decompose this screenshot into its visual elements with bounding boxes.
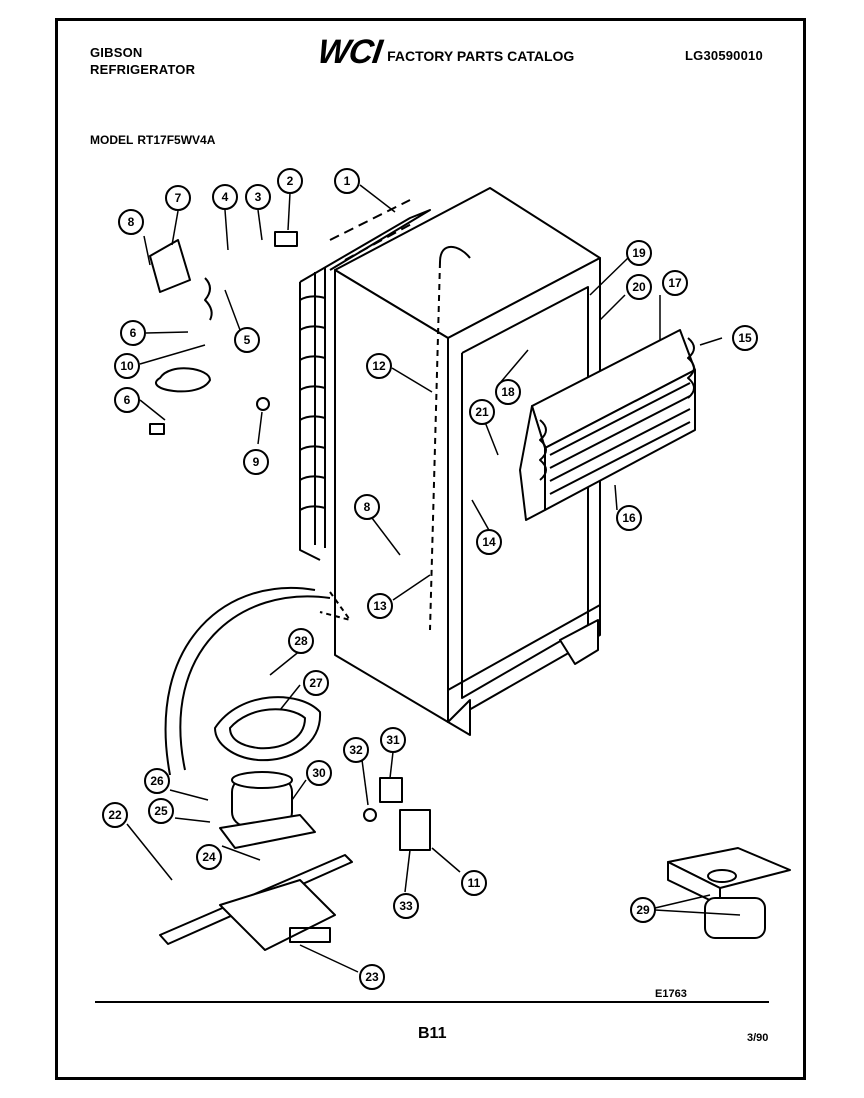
- svg-text:6: 6: [130, 326, 137, 340]
- callout-8b: 8: [354, 494, 380, 520]
- page-border: [55, 18, 806, 1080]
- drawing-number: E1763: [655, 988, 687, 1000]
- callout-3: 3: [245, 184, 271, 210]
- svg-text:6: 6: [124, 393, 131, 407]
- callout-26: 26: [144, 768, 170, 794]
- base-frame: [159, 854, 353, 951]
- svg-text:26: 26: [150, 774, 164, 788]
- drain-tube: [164, 586, 351, 776]
- callout-17: 17: [662, 270, 688, 296]
- callouts: 1 2 3 4 5 6 6 7 8 8 9 10 11 12 13 14 15 …: [102, 168, 758, 990]
- footer-rule: [95, 1001, 769, 1003]
- svg-text:21: 21: [475, 405, 489, 419]
- svg-text:31: 31: [386, 733, 400, 747]
- callout-16: 16: [616, 505, 642, 531]
- compressor: [219, 771, 316, 849]
- callout-24: 24: [196, 844, 222, 870]
- svg-text:19: 19: [632, 246, 646, 260]
- compressor-assembly-29: [667, 847, 791, 939]
- catalog-heading: WCI FACTORY PARTS CATALOG: [315, 33, 575, 71]
- model-label: MODEL: [90, 133, 134, 147]
- svg-text:24: 24: [202, 850, 216, 864]
- callout-25: 25: [148, 798, 174, 824]
- svg-text:12: 12: [372, 359, 386, 373]
- drain-pan: [214, 696, 322, 762]
- callout-21: 21: [469, 399, 495, 425]
- brand-name: GIBSON: [90, 45, 143, 60]
- condenser-coil: [299, 199, 431, 561]
- svg-text:33: 33: [399, 899, 413, 913]
- callout-1: 1: [334, 168, 360, 194]
- callout-11: 11: [461, 870, 487, 896]
- svg-text:23: 23: [365, 970, 379, 984]
- upper-left-parts: [149, 231, 298, 435]
- callout-29: 29: [630, 897, 656, 923]
- product-name: REFRIGERATOR: [90, 62, 196, 77]
- svg-text:8: 8: [364, 500, 371, 514]
- callout-13: 13: [367, 593, 393, 619]
- svg-text:20: 20: [632, 280, 646, 294]
- callout-19: 19: [626, 240, 652, 266]
- svg-text:22: 22: [108, 808, 122, 822]
- svg-text:11: 11: [468, 876, 481, 890]
- svg-text:2: 2: [287, 174, 294, 188]
- callout-2: 2: [277, 168, 303, 194]
- svg-text:28: 28: [294, 634, 308, 648]
- callout-18: 18: [495, 379, 521, 405]
- svg-text:16: 16: [622, 511, 636, 525]
- catalog-title: FACTORY PARTS CATALOG: [387, 48, 575, 64]
- svg-text:13: 13: [373, 599, 387, 613]
- callout-31: 31: [380, 727, 406, 753]
- svg-text:10: 10: [120, 359, 134, 373]
- callout-27: 27: [303, 670, 329, 696]
- svg-text:5: 5: [244, 333, 251, 347]
- svg-text:29: 29: [636, 903, 650, 917]
- callout-12: 12: [366, 353, 392, 379]
- callout-20: 20: [626, 274, 652, 300]
- svg-text:3: 3: [255, 190, 262, 204]
- callout-28: 28: [288, 628, 314, 654]
- callout-8a: 8: [118, 209, 144, 235]
- svg-text:25: 25: [154, 804, 168, 818]
- svg-text:14: 14: [482, 535, 496, 549]
- electrical-components: [363, 777, 431, 851]
- callout-10: 10: [114, 353, 140, 379]
- callout-5: 5: [234, 327, 260, 353]
- svg-text:27: 27: [309, 676, 323, 690]
- callout-7: 7: [165, 185, 191, 211]
- callout-33: 33: [393, 893, 419, 919]
- callout-6b: 6: [114, 387, 140, 413]
- page-number: B11: [418, 1025, 447, 1042]
- revision-date: 3/90: [747, 1032, 769, 1044]
- evaporator-coil: [519, 329, 696, 521]
- svg-text:30: 30: [312, 766, 326, 780]
- leader-lines: [126, 184, 741, 973]
- brand-block: GIBSON REFRIGERATOR: [90, 44, 195, 78]
- callout-22: 22: [102, 802, 128, 828]
- catalog-number: LG30590010: [685, 48, 763, 63]
- callout-9: 9: [243, 449, 269, 475]
- svg-text:9: 9: [253, 455, 260, 469]
- svg-text:17: 17: [668, 276, 682, 290]
- svg-text:8: 8: [128, 215, 135, 229]
- svg-text:18: 18: [501, 385, 515, 399]
- callout-6a: 6: [120, 320, 146, 346]
- callout-15: 15: [732, 325, 758, 351]
- svg-text:7: 7: [175, 191, 182, 205]
- model-number: RT17F5WV4A: [137, 133, 216, 147]
- callout-30: 30: [306, 760, 332, 786]
- callout-23: 23: [359, 964, 385, 990]
- svg-text:32: 32: [349, 743, 363, 757]
- svg-text:4: 4: [222, 190, 229, 204]
- callout-4: 4: [212, 184, 238, 210]
- callout-14: 14: [476, 529, 502, 555]
- svg-text:1: 1: [344, 174, 351, 188]
- svg-text:15: 15: [738, 331, 752, 345]
- callout-32: 32: [343, 737, 369, 763]
